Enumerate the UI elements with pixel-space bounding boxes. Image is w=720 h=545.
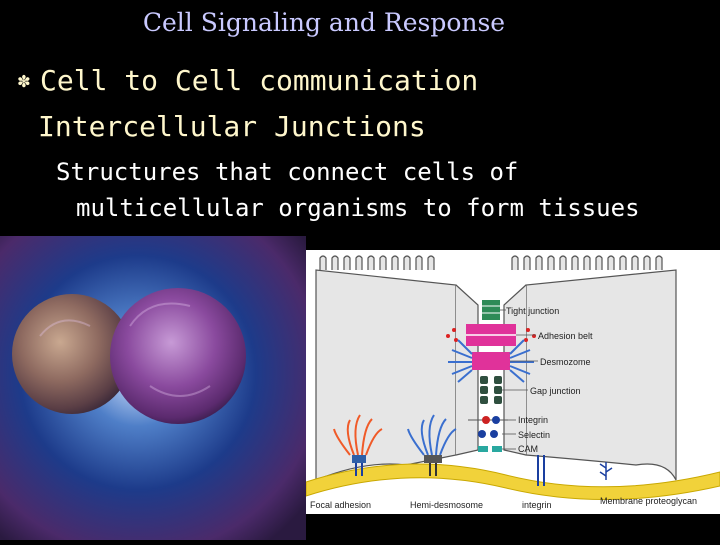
integrin-marker-icon — [468, 416, 508, 424]
label-desmosome: Desmozome — [540, 357, 591, 367]
hemi-desmosome-icon — [407, 414, 457, 476]
junctions-diagram: Tight junction Adhesion belt Desmozome G… — [306, 250, 720, 514]
flower-bullet-icon: ✽ — [18, 68, 31, 92]
cam-marker-icon — [478, 446, 502, 452]
bullet-level1-text: Cell to Cell communication — [40, 64, 479, 97]
label-gap-junction: Gap junction — [530, 386, 581, 396]
label-selectin: Selectin — [518, 430, 550, 440]
basal-lamina — [306, 463, 720, 501]
adhesion-belt-icon — [446, 324, 536, 346]
bullet-level2: Intercellular Junctions — [38, 110, 426, 143]
tight-junction-icon — [482, 300, 500, 320]
label-integrin-bottom: integrin — [522, 500, 552, 510]
bullet-level1: ✽ Cell to Cell communication — [18, 64, 478, 97]
label-tight-junction: Tight junction — [506, 306, 559, 316]
label-focal-adhesion: Focal adhesion — [310, 500, 371, 510]
bullet-level3-line2: multicellular organisms to form tissues — [76, 194, 640, 222]
label-hemi-desmosome: Hemi-desmosome — [410, 500, 483, 510]
slide-title: Cell Signaling and Response — [142, 8, 506, 37]
membrane-proteoglycan-icon — [599, 462, 613, 480]
label-cam: CAM — [518, 444, 538, 454]
selectin-marker-icon — [478, 430, 498, 438]
label-adhesion-belt: Adhesion belt — [538, 331, 593, 341]
cell-photo — [0, 236, 306, 540]
bullet-level3: Structures that connect cells of multice… — [56, 154, 640, 226]
integrin-bottom-icon — [537, 455, 545, 486]
focal-adhesion-icon — [333, 414, 383, 476]
bullet-level3-line1: Structures that connect cells of — [56, 158, 519, 186]
label-integrin: Integrin — [518, 415, 548, 425]
desmosome-icon — [448, 339, 534, 383]
label-membrane-proteoglycan: Membrane proteoglycan — [600, 496, 697, 506]
gap-junction-icon — [480, 376, 502, 404]
